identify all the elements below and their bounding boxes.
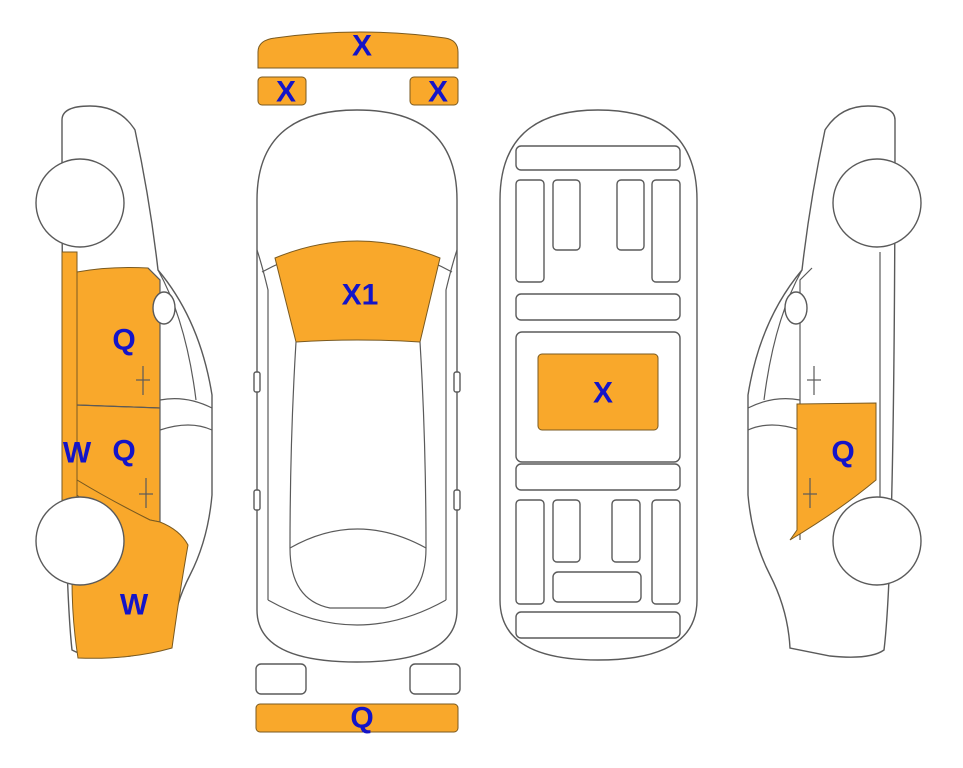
underbody-panel-9: [515, 499, 545, 605]
windshield-damage[interactable]: [274, 240, 441, 343]
right-mirror: [453, 371, 461, 393]
underbody-panel-2: [515, 179, 545, 283]
roof-top-bar-label: X: [352, 30, 372, 63]
rear-small-left[interactable]: [255, 663, 307, 695]
cabin-right-line: [419, 341, 427, 549]
trunk-line: [267, 599, 447, 626]
underbody-panel-8: [515, 463, 681, 491]
left-belt-line-2: [159, 424, 213, 431]
rear-bumper-label: Q: [350, 702, 373, 735]
underbody-panel-13: [552, 571, 642, 603]
rear-strip-group: Q: [255, 663, 461, 735]
left-rear-pillar-label: W: [63, 437, 92, 470]
left-mirror: [253, 371, 261, 393]
right-belt-line: [747, 398, 801, 409]
underbody-center-label: X: [593, 377, 613, 410]
top-view-car: X1: [253, 109, 461, 663]
right-mirror-side: [784, 291, 808, 325]
left-rear-door-label: Q: [112, 435, 135, 468]
underbody-panel-6: [515, 293, 681, 321]
underbody-panel-14: [515, 611, 681, 639]
underbody-center-damage[interactable]: [537, 353, 659, 431]
rear-bumper-damage[interactable]: [255, 703, 459, 733]
left-rear-wheel[interactable]: [35, 496, 125, 586]
rear-window-top: [289, 528, 427, 549]
left-window-line: [157, 269, 197, 401]
right-side-view: Q: [747, 105, 922, 658]
underbody-panel-5: [651, 179, 681, 283]
underbody-view: X: [499, 109, 698, 661]
roof-small-left-damage[interactable]: [257, 76, 307, 106]
roof-small-left-label: X: [276, 76, 296, 109]
left-door-split: [76, 404, 161, 409]
right-belt-line-2: [747, 424, 801, 431]
cabin-left-line: [289, 341, 297, 549]
right-handle: [453, 489, 461, 511]
roof-small-right-label: X: [428, 76, 448, 109]
roof-strip-group: X X X: [257, 30, 459, 109]
left-belt-line: [159, 398, 213, 409]
underbody-panel-3: [552, 179, 581, 251]
top-view-body[interactable]: [256, 109, 458, 663]
right-rear-door-label: Q: [831, 436, 854, 469]
right-side-line: [445, 249, 458, 600]
underbody-panel-11: [611, 499, 641, 563]
left-side-view: Q Q W W: [35, 105, 213, 659]
underbody-panel-4: [616, 179, 645, 251]
right-rear-wheel[interactable]: [832, 496, 922, 586]
left-front-door-label: Q: [112, 324, 135, 357]
windshield-label: X1: [342, 279, 379, 312]
left-front-wheel[interactable]: [35, 158, 125, 248]
right-window-line: [763, 269, 803, 401]
roof-small-right-damage[interactable]: [409, 76, 459, 106]
left-side-line: [256, 249, 269, 600]
underbody-panel-1: [515, 145, 681, 171]
rear-small-right[interactable]: [409, 663, 461, 695]
left-rear-quarter-label: W: [120, 589, 149, 622]
left-door-seam: [147, 267, 161, 522]
roof-top-bar-damage[interactable]: [257, 31, 459, 69]
right-front-wheel[interactable]: [832, 158, 922, 248]
rear-window-bottom: [289, 547, 427, 609]
underbody-panel-12: [651, 499, 681, 605]
left-mirror-side: [152, 291, 176, 325]
underbody-panel-10: [552, 499, 581, 563]
left-handle: [253, 489, 261, 511]
right-rear-door-damage[interactable]: [789, 402, 877, 541]
